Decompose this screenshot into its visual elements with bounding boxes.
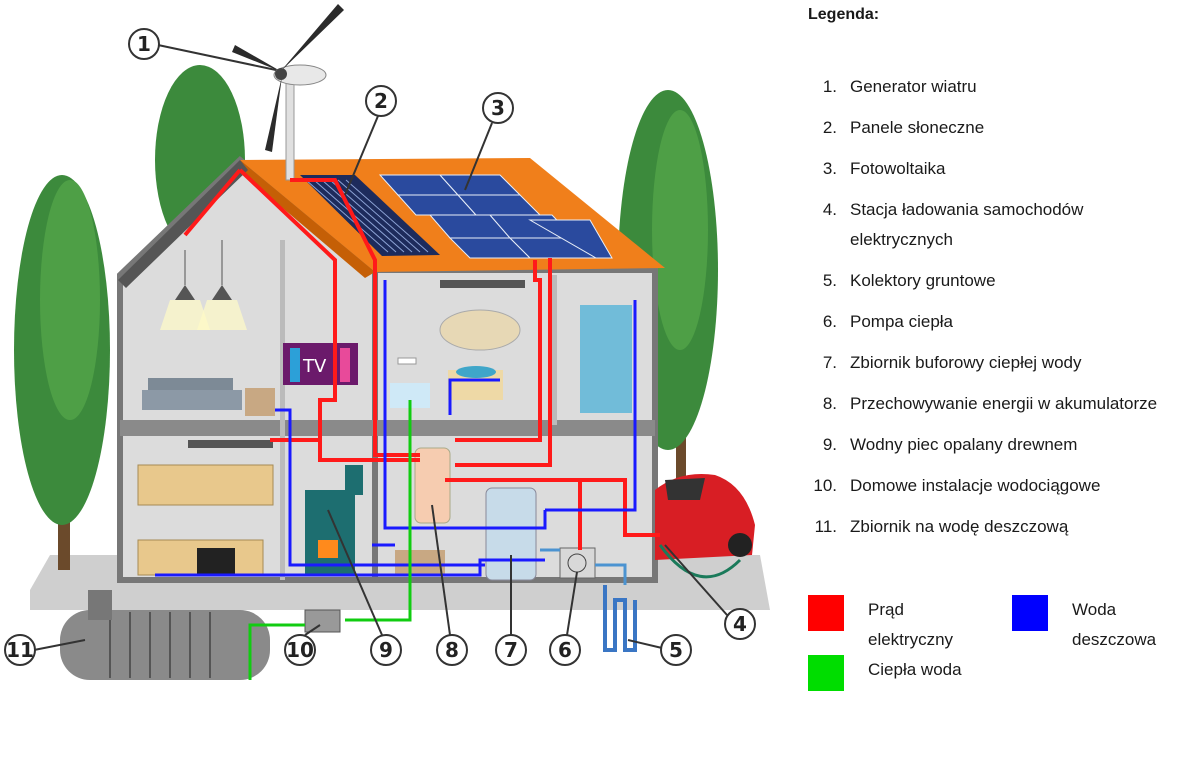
- tv-label: TV: [302, 356, 327, 377]
- key-warm-water-swatch: [808, 655, 844, 691]
- legend-item: 2.Panele słoneczne: [822, 118, 985, 137]
- rain-water-tank: [60, 590, 270, 680]
- svg-text:7: 7: [504, 638, 518, 662]
- wind-turbine: [232, 4, 344, 181]
- legend-title: Legenda:: [808, 6, 880, 23]
- callout-10: 10: [284, 624, 321, 666]
- legend-list: 1.Generator wiatru 2.Panele słoneczne 3.…: [800, 72, 1195, 553]
- legend-item: 11.Zbiornik na wodę deszczową: [814, 517, 1069, 536]
- callout-1: 1: [128, 28, 277, 71]
- legend-item: 9.Wodny piec opalany drewnem: [822, 435, 1078, 454]
- legend-item: 7.Zbiornik buforowy ciepłej wody: [822, 353, 1082, 372]
- svg-text:3: 3: [491, 96, 505, 120]
- ground-source-line: [540, 548, 627, 585]
- callout-11: 11: [4, 634, 86, 666]
- key-electricity-label: Prąd elektryczny: [868, 600, 954, 649]
- electric-lines: [183, 168, 660, 550]
- callout-6: 6: [549, 571, 581, 666]
- key-warm-water-label: Ciepła woda: [868, 660, 962, 679]
- legend: Legenda: 1.Generator wiatru 2.Panele sło…: [800, 0, 1195, 770]
- rain-water-lines: [155, 280, 637, 577]
- svg-text:9: 9: [379, 638, 393, 662]
- legend-item: 10.Domowe instalacje wodociągowe: [813, 476, 1101, 495]
- key-electricity-swatch: [808, 595, 844, 631]
- legend-item: 3.Fotowoltaika: [822, 159, 946, 178]
- callout-4: 4: [664, 544, 756, 640]
- callout-8: 8: [431, 504, 468, 666]
- svg-text:11: 11: [6, 638, 34, 662]
- callout-2: 2: [344, 85, 397, 196]
- home-energy-diagram: TV: [4, 4, 770, 680]
- key-rain-water-swatch: [1012, 595, 1048, 631]
- warm-water-lines: [248, 400, 412, 680]
- legend-item: 8.Przechowywanie energii w akumulatorze: [822, 394, 1158, 413]
- legend-item: 6.Pompa ciepła: [822, 312, 954, 331]
- tree-left: [14, 175, 110, 570]
- legend-item: 1.Generator wiatru: [822, 77, 977, 96]
- key-rain-water-label: Woda deszczowa: [1072, 600, 1157, 649]
- callout-3: 3: [464, 92, 514, 191]
- legend-item: 5.Kolektory gruntowe: [822, 271, 996, 290]
- callout-5: 5: [627, 634, 692, 666]
- callout-7: 7: [495, 555, 527, 666]
- charging-cable: [658, 544, 742, 579]
- svg-text:2: 2: [374, 89, 388, 113]
- solar-thermal-panels: [300, 175, 440, 256]
- svg-text:8: 8: [445, 638, 459, 662]
- callout-9: 9: [327, 509, 402, 666]
- svg-text:10: 10: [286, 638, 314, 662]
- electric-car: [655, 474, 755, 560]
- key-electricity: Prąd elektryczny: [808, 595, 1008, 655]
- key-rain-water: Woda deszczowa: [1012, 595, 1192, 655]
- photovoltaic-panels: [378, 174, 613, 259]
- key-warm-water: Ciepła woda: [808, 655, 1028, 691]
- svg-text:1: 1: [137, 32, 151, 56]
- svg-text:4: 4: [733, 612, 747, 636]
- legend-item: 4.Stacja ładowania samochodów elektryczn…: [822, 200, 1084, 249]
- svg-text:5: 5: [669, 638, 683, 662]
- water-installation-box: [304, 609, 341, 633]
- svg-text:6: 6: [558, 638, 572, 662]
